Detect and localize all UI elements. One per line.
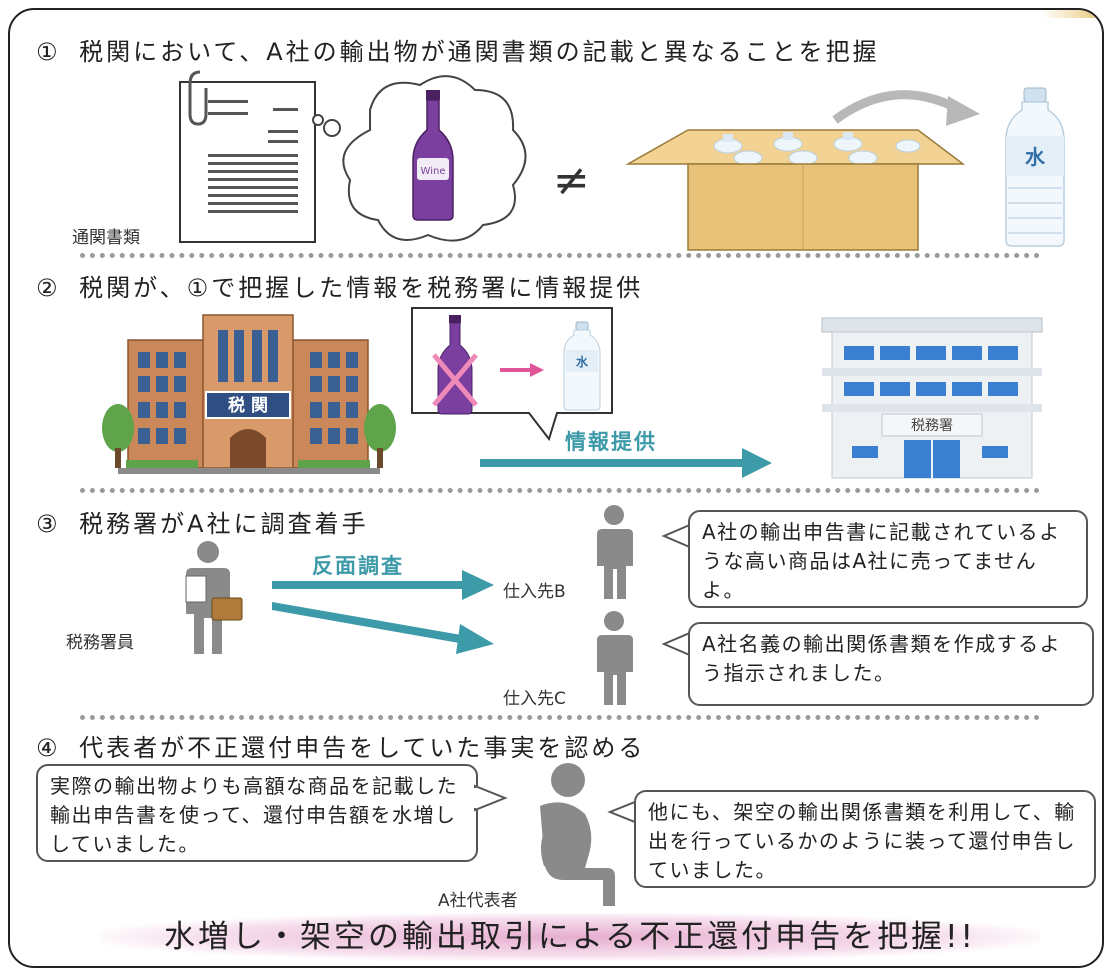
supplier-b-person-icon xyxy=(597,505,633,599)
wine-bottle-icon: Wine xyxy=(412,90,454,221)
tax-office-sign: 税務署 xyxy=(911,418,953,434)
supplier-c-label: 仕入先C xyxy=(503,689,566,709)
representative-bubble-right: 他にも、架空の輸出関係書類を利用して、輸出を行っているかのように装って還付申告し… xyxy=(634,790,1096,888)
representative-bubble-left: 実際の輸出物よりも高額な商品を記載した輸出申告書を使って、還付申告額を水増しして… xyxy=(36,764,478,862)
not-equal-sign: ≠ xyxy=(553,155,590,206)
water-bottle-icon: 水 xyxy=(1005,87,1065,247)
small-water-bottle-icon: 水 xyxy=(563,321,601,411)
section-3-heading: ③ 税務署がA社に調査着手 xyxy=(36,504,369,539)
customs-building-icon: 税 関 xyxy=(102,314,396,474)
section-2-number: ② xyxy=(36,274,61,302)
corner-accent xyxy=(1042,10,1102,18)
supplier-b-label: 仕入先B xyxy=(503,582,566,602)
representative-label: A社代表者 xyxy=(438,891,518,911)
water-label-large: 水 xyxy=(1025,145,1046,169)
diagram-frame: ① 税関において、A社の輸出物が通関書類の記載と異なることを把握 通関書類 Wi… xyxy=(8,8,1104,968)
supplier-c-bubble: A社名義の輸出関係書類を作成するよう指示されました。 xyxy=(688,622,1094,706)
crossed-wine-icon xyxy=(432,315,478,415)
divider-2 xyxy=(80,488,1040,493)
section-1-title: 税関において、A社の輸出物が通関書類の記載と異なることを把握 xyxy=(79,38,880,66)
tax-officer-icon xyxy=(185,541,243,654)
divider-1 xyxy=(80,253,1040,258)
supplier-b-bubble: A社の輸出申告書に記載されているような高い商品はA社に売ってませんよ。 xyxy=(688,510,1088,608)
curved-arrow-icon xyxy=(832,90,980,126)
section-2-heading: ② 税関が、①で把握した情報を税務署に情報提供 xyxy=(36,268,643,303)
left-bubble-tail xyxy=(472,784,508,812)
divider-3 xyxy=(80,715,1040,720)
section-1-heading: ① 税関において、A社の輸出物が通関書類の記載と異なることを把握 xyxy=(36,32,880,67)
document-label: 通関書類 xyxy=(72,228,140,248)
section-3-title: 税務署がA社に調査着手 xyxy=(79,510,369,538)
counter-survey-label: 反面調査 xyxy=(312,554,404,578)
section-4-title: 代表者が不正還付申告をしていた事実を認める xyxy=(79,734,646,762)
supplier-c-person-icon xyxy=(597,611,633,705)
info-arrow-label: 情報提供 xyxy=(565,430,657,454)
section-2-title: 税関が、①で把握した情報を税務署に情報提供 xyxy=(79,274,644,302)
section-4-heading: ④ 代表者が不正還付申告をしていた事実を認める xyxy=(36,728,645,763)
section-3-number: ③ xyxy=(36,510,61,538)
info-arrow xyxy=(480,448,772,478)
conclusion-banner: 水増し・架空の輸出取引による不正還付申告を把握!! xyxy=(100,913,1040,961)
arrow-to-supplier-b xyxy=(272,570,494,600)
pink-arrow-icon xyxy=(500,363,544,377)
tax-office-building-icon: 税務署 xyxy=(821,317,1043,479)
section-1-number: ① xyxy=(36,38,61,66)
cardboard-box-icon xyxy=(625,129,966,251)
customs-sign: 税 関 xyxy=(228,395,268,416)
section-4-number: ④ xyxy=(36,734,61,762)
officer-label: 税務署員 xyxy=(66,633,134,653)
water-label-small: 水 xyxy=(576,354,589,369)
wine-label: Wine xyxy=(421,166,446,177)
representative-person-icon xyxy=(540,763,615,906)
document-icon xyxy=(179,70,316,243)
arrow-to-supplier-c xyxy=(272,602,494,654)
